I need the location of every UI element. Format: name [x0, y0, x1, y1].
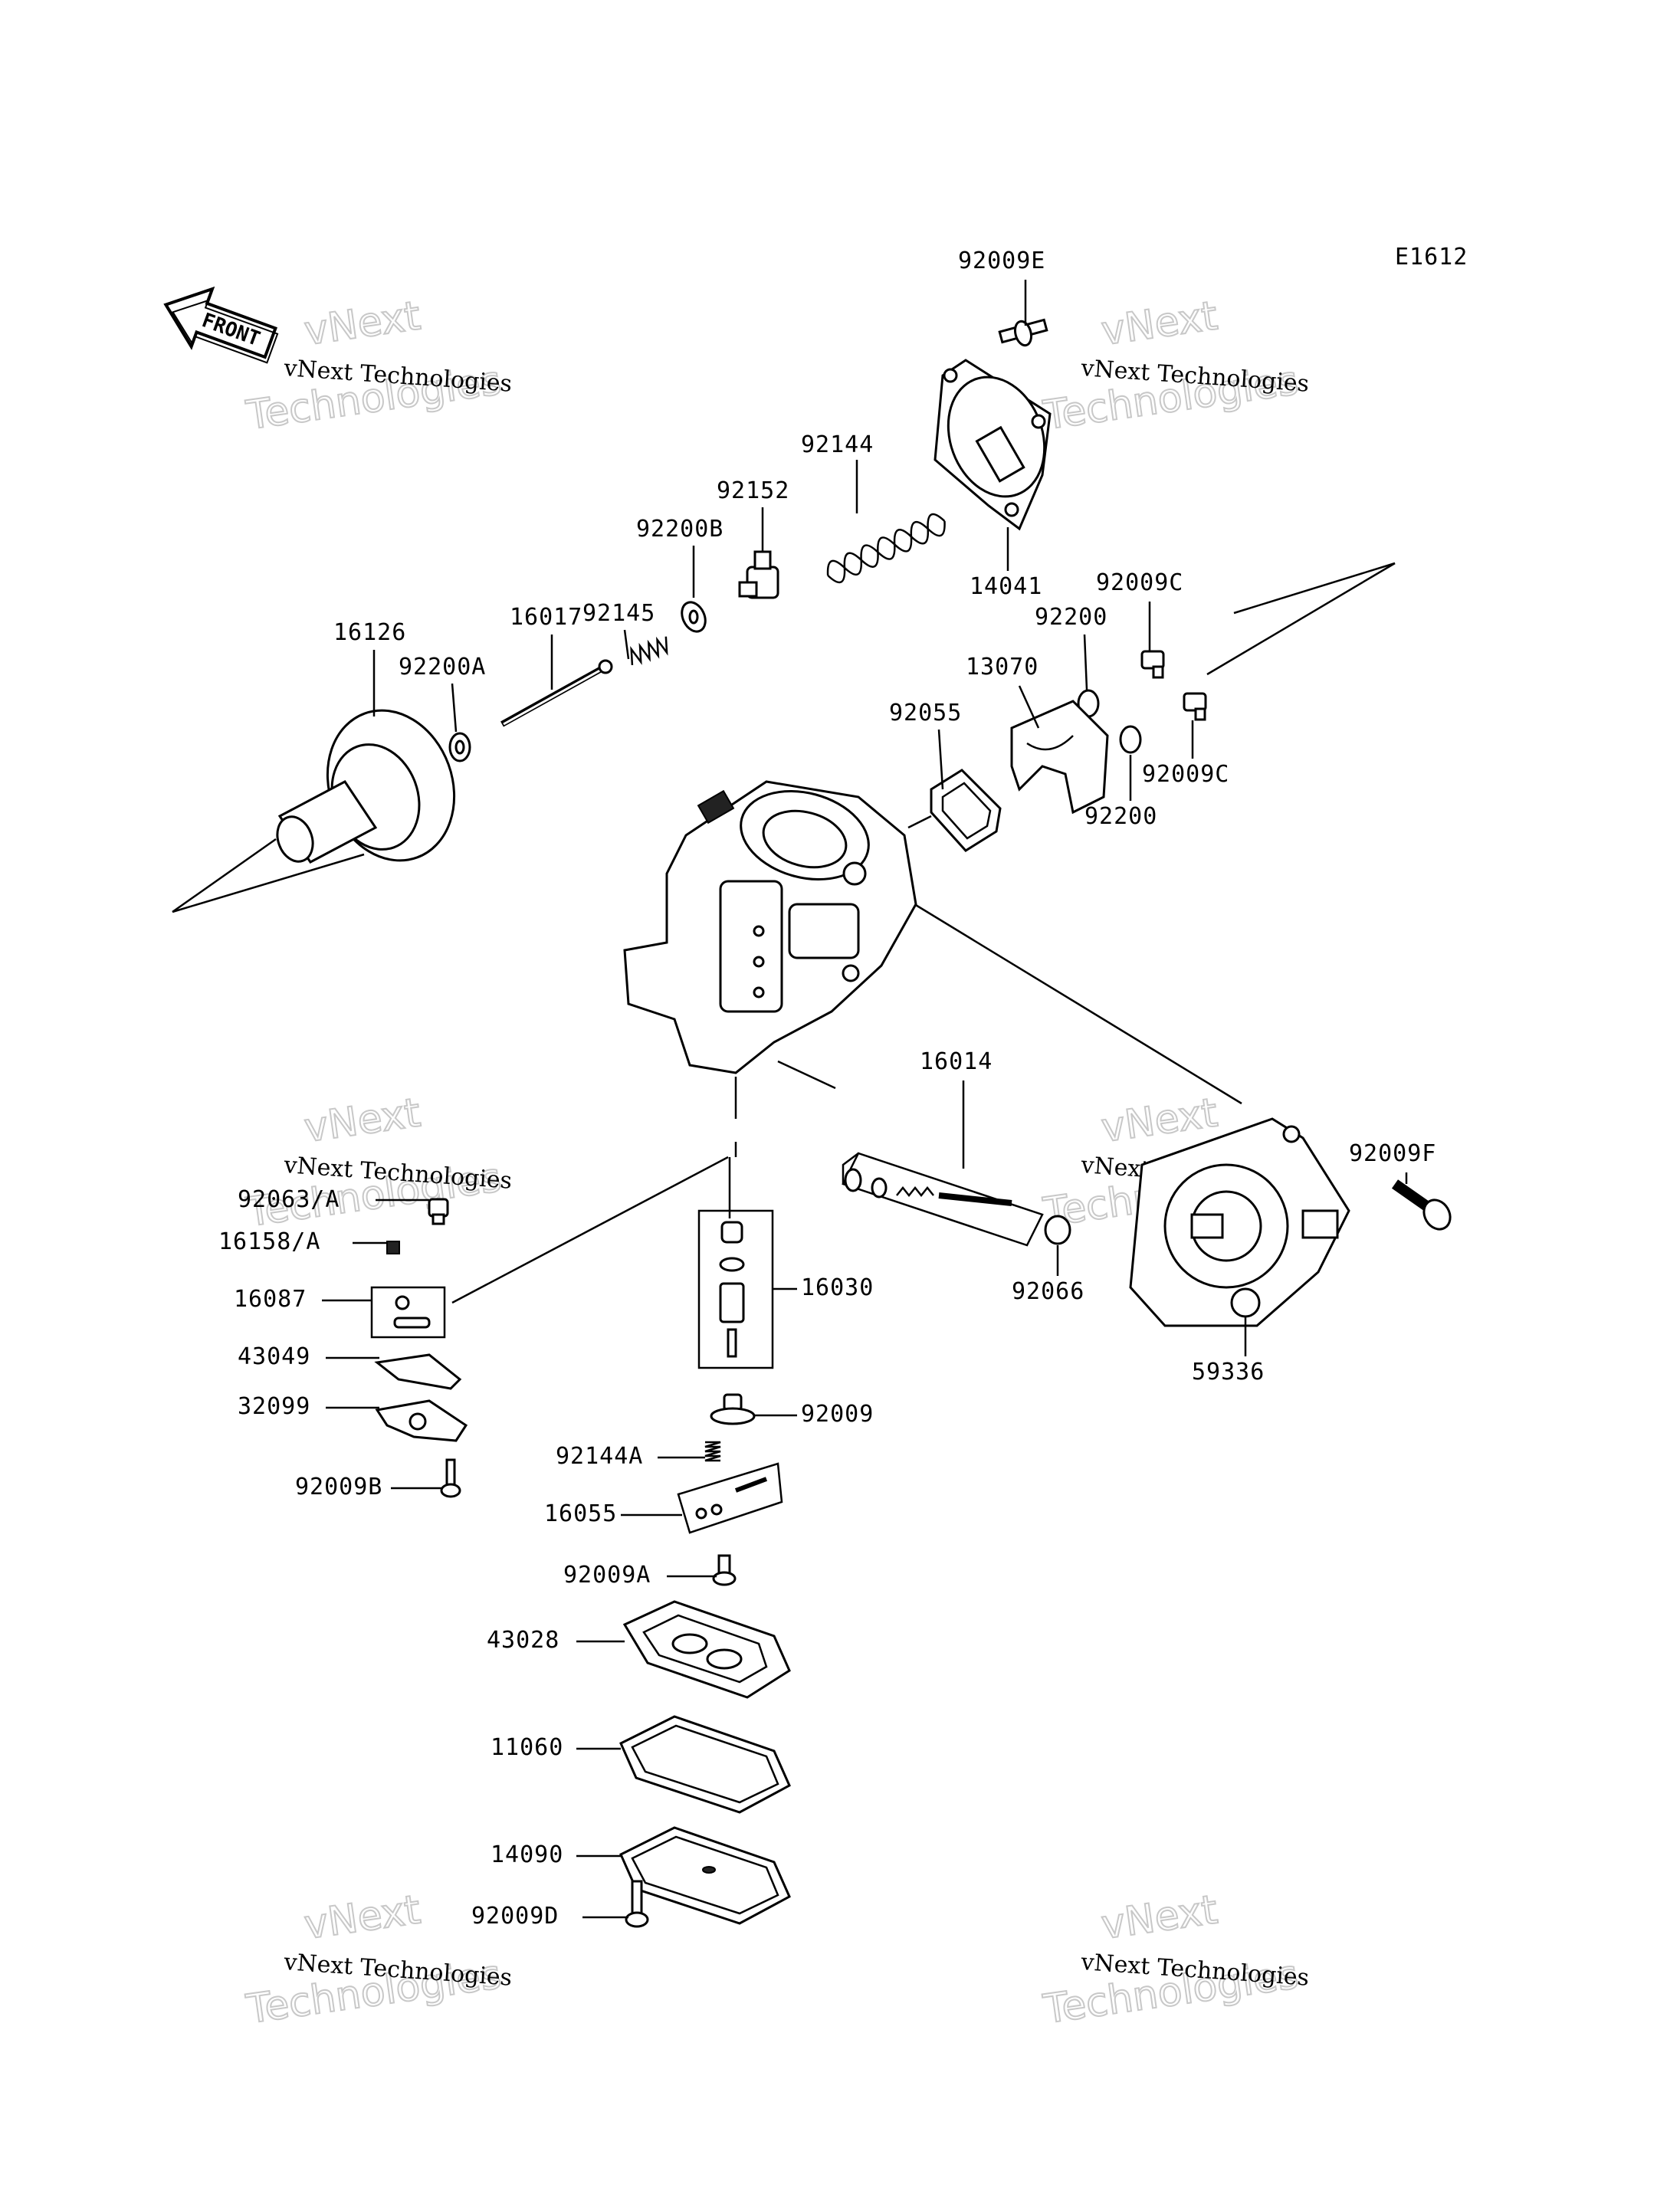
part-number-label: 13070	[966, 654, 1039, 680]
part-number-label: 14041	[970, 573, 1042, 600]
part-92009f-screw	[1391, 1179, 1452, 1231]
part-number-label: 92009E	[958, 248, 1045, 274]
part-number-label: 92144	[801, 431, 874, 458]
part-13070-holder	[1010, 700, 1109, 815]
part-92200-washer-lower	[1119, 725, 1142, 754]
part-number-label: 43049	[238, 1343, 310, 1370]
part-number-label: 43028	[487, 1627, 559, 1654]
part-number-label: 92009C	[1096, 569, 1183, 596]
part-92063a-screw	[428, 1198, 449, 1225]
svg-text:vNext: vNext	[1098, 293, 1220, 355]
part-number-label: 92144A	[556, 1443, 643, 1470]
part-number-label: 92009F	[1349, 1140, 1436, 1167]
part-number-label: 16158/A	[218, 1228, 320, 1255]
part-number-label: 92009C	[1142, 761, 1229, 788]
part-number-label: 92152	[717, 477, 789, 504]
part-59336-pump	[1129, 1117, 1350, 1327]
part-number-label: 16017	[510, 604, 582, 631]
part-number-label: 92200B	[636, 516, 724, 543]
part-number-label: 11060	[491, 1734, 563, 1761]
part-16017-needle	[500, 659, 613, 727]
part-92009d-screw	[625, 1880, 649, 1928]
assembly-guide-lines	[172, 562, 1396, 1304]
part-92066-plug	[1044, 1215, 1071, 1245]
part-number-label: 92009A	[563, 1562, 651, 1589]
svg-text:vNext: vNext	[301, 1887, 423, 1949]
part-11060-gasket	[619, 1715, 791, 1814]
part-number-label: 16014	[920, 1048, 993, 1075]
part-number-label: 92055	[889, 700, 962, 726]
part-number-label: 16030	[801, 1274, 874, 1301]
part-14041-cover	[934, 359, 1052, 531]
part-92009c-screw-upper	[1140, 650, 1165, 679]
part-92009c-screw-lower	[1183, 692, 1207, 721]
diagram-id: E1612	[1395, 244, 1468, 271]
part-number-label: 92200	[1084, 803, 1157, 830]
part-92009e-screw	[998, 318, 1048, 347]
part-number-label: 16087	[234, 1286, 307, 1313]
part-number-label: 16126	[333, 619, 406, 646]
watermark-top-left: vNext Technologies vNext Technologies	[242, 292, 513, 440]
svg-text:vNext: vNext	[1098, 1887, 1220, 1949]
watermark-mid-left: vNext Technologies vNext Technologies	[242, 1089, 513, 1237]
part-43049-gasket	[374, 1353, 462, 1390]
part-16087-kit	[370, 1286, 446, 1339]
part-92009-screw	[710, 1393, 756, 1425]
part-number-label: 92200A	[399, 654, 486, 680]
part-92152-jet	[738, 550, 779, 599]
part-16030-kit	[697, 1209, 774, 1369]
part-92009a-screw	[712, 1554, 737, 1586]
part-32099-cover	[375, 1399, 468, 1442]
callout-leader-line	[937, 729, 944, 790]
callout-leader-line	[623, 629, 630, 660]
front-direction-arrow-icon: FRONT	[163, 286, 279, 364]
part-number-label: 92009B	[295, 1474, 382, 1500]
watermark-top-right: vNext Technologies vNext Technologies	[1039, 292, 1310, 440]
part-16126-diaphragm	[276, 709, 456, 864]
part-16158a-jet	[386, 1241, 400, 1254]
part-number-label: 92200	[1035, 604, 1107, 631]
part-number-label: 92063/A	[238, 1186, 340, 1213]
watermark-bottom-right: vNext Technologies vNext Technologies	[1039, 1886, 1310, 2034]
svg-text:vNext: vNext	[301, 1090, 423, 1152]
callout-leader-line	[451, 683, 458, 733]
part-number-label: 32099	[238, 1393, 310, 1420]
part-92009b-screw	[440, 1458, 461, 1498]
part-number-label: 92009D	[471, 1903, 559, 1930]
part-92055-gasket	[930, 769, 1002, 852]
part-number-label: 92145	[582, 600, 655, 627]
part-16014-kit	[842, 1152, 1044, 1247]
callout-leader-line	[1083, 634, 1088, 690]
part-43028-gasket	[622, 1600, 791, 1699]
part-92144a-spring	[704, 1441, 721, 1462]
part-16055-bracket	[677, 1462, 783, 1534]
part-number-label: 92009	[801, 1401, 874, 1428]
part-number-label: 59336	[1192, 1359, 1265, 1385]
part-92144-spring	[826, 513, 946, 584]
part-number-label: 14090	[491, 1841, 563, 1868]
callout-leader-line	[1018, 685, 1040, 729]
part-number-label: 16055	[544, 1500, 617, 1527]
part-number-label: 92066	[1012, 1278, 1084, 1305]
part-callouts: 92009E 92144 92152 92200B 92145 14041 92009C 16…	[218, 248, 1436, 1930]
svg-text:vNext: vNext	[301, 293, 423, 355]
part-92145-spring	[630, 636, 668, 666]
part-carburetor-body	[623, 780, 917, 1074]
part-14090-cover	[619, 1826, 791, 1925]
